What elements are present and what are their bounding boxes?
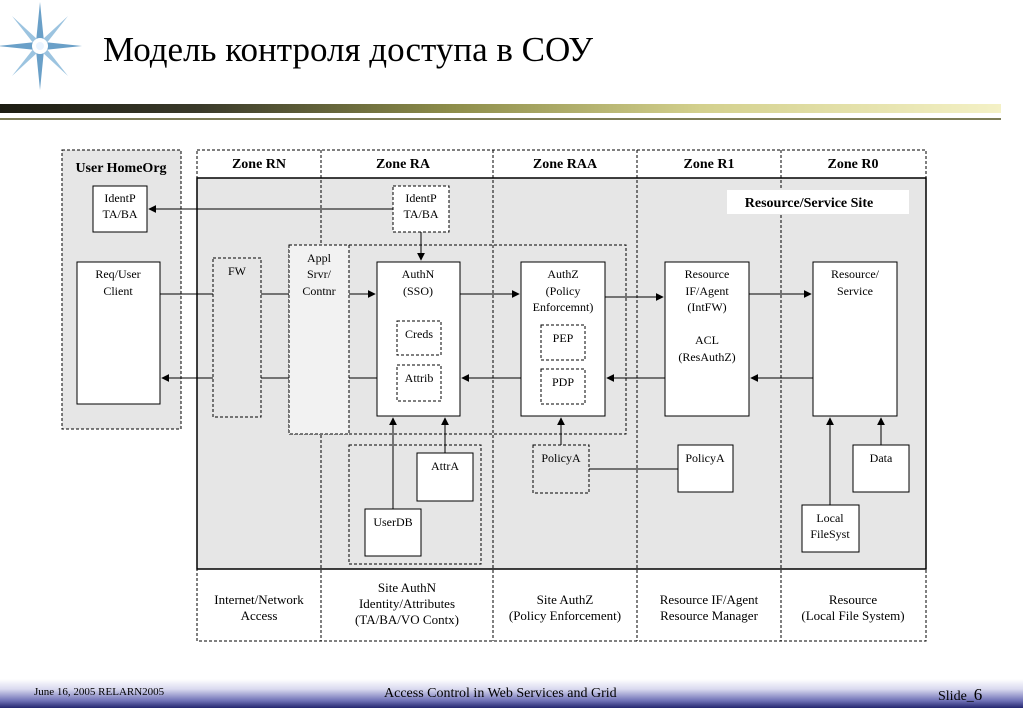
attrib-box: Attrib (396, 364, 442, 402)
slide-title: Модель контроля доступа в СОУ (103, 30, 594, 69)
fw-box: FW (212, 257, 262, 418)
userdb-box: UserDB (364, 508, 422, 557)
data-box: Data (852, 444, 910, 493)
title-rule-line (0, 118, 1001, 120)
title-rule (0, 104, 1001, 113)
footer-title: Access Control in Web Services and Grid (384, 686, 617, 701)
svg-text:FW: FW (228, 264, 247, 278)
zone-r0-label: Zone R0 (828, 157, 879, 172)
slide-number: 6 (973, 685, 983, 704)
svg-text:PEP: PEP (553, 331, 574, 345)
svg-text:AuthN(SSO): AuthN(SSO) (402, 267, 435, 298)
site-label: Resource/Service Site (745, 196, 873, 211)
svg-text:PolicyA: PolicyA (685, 451, 725, 465)
bottom-label-raa: Site AuthZ(Policy Enforcement) (509, 592, 621, 623)
creds-box: Creds (396, 320, 442, 356)
footer-date: June 16, 2005 RELARN2005 (34, 686, 165, 698)
svg-text:Creds: Creds (405, 327, 433, 341)
svg-text:AttrA: AttrA (431, 459, 459, 473)
policya-raa-box: PolicyA (532, 444, 590, 494)
svg-text:Data: Data (870, 451, 893, 465)
pdp-box: PDP (540, 368, 586, 405)
policya-r1-box: PolicyA (677, 444, 734, 493)
zone-r1-label: Zone R1 (684, 157, 735, 172)
svg-text:PDP: PDP (552, 375, 574, 389)
svg-text:Attrib: Attrib (405, 371, 434, 385)
attra-box: AttrA (416, 452, 474, 502)
footer-bar (0, 679, 1023, 708)
zone-home-label: User HomeOrg (75, 161, 166, 176)
zone-raa-label: Zone RAA (533, 157, 598, 172)
svg-text:PolicyA: PolicyA (541, 451, 581, 465)
svg-text:UserDB: UserDB (373, 515, 412, 529)
attr-group-outline (348, 444, 482, 565)
zone-ra-label: Zone RA (376, 157, 431, 172)
resource-service-box: Resource/Service (812, 261, 898, 417)
bottom-label-r0: Resource(Local File System) (801, 592, 904, 623)
diagram-arrows (148, 205, 885, 509)
pep-box: PEP (540, 324, 586, 361)
svg-text:Resource/Service: Resource/Service (831, 267, 880, 298)
zone-rn-label: Zone RN (232, 157, 286, 172)
star-logo-icon (0, 2, 82, 90)
slide-prefix: Slide_ (938, 689, 974, 704)
footer-slide-number: Slide_6 (938, 685, 982, 705)
